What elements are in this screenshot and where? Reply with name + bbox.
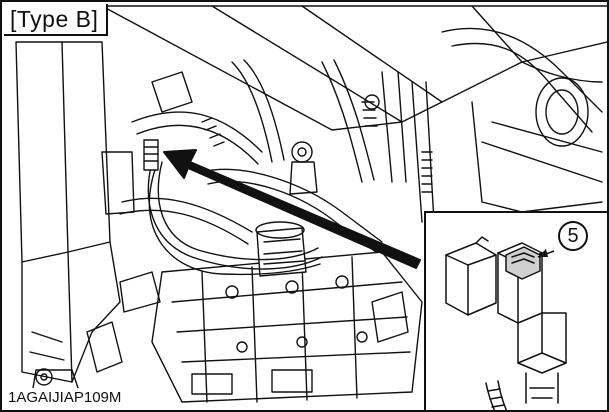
connector-detail-inset — [424, 211, 607, 410]
callout-number-5: 5 — [558, 221, 588, 251]
type-label: [Type B] — [4, 4, 109, 36]
bold-arrow-icon — [163, 149, 421, 269]
image-code: 1AGAIJIAP109M — [6, 388, 124, 408]
connector-icon — [445, 236, 567, 410]
